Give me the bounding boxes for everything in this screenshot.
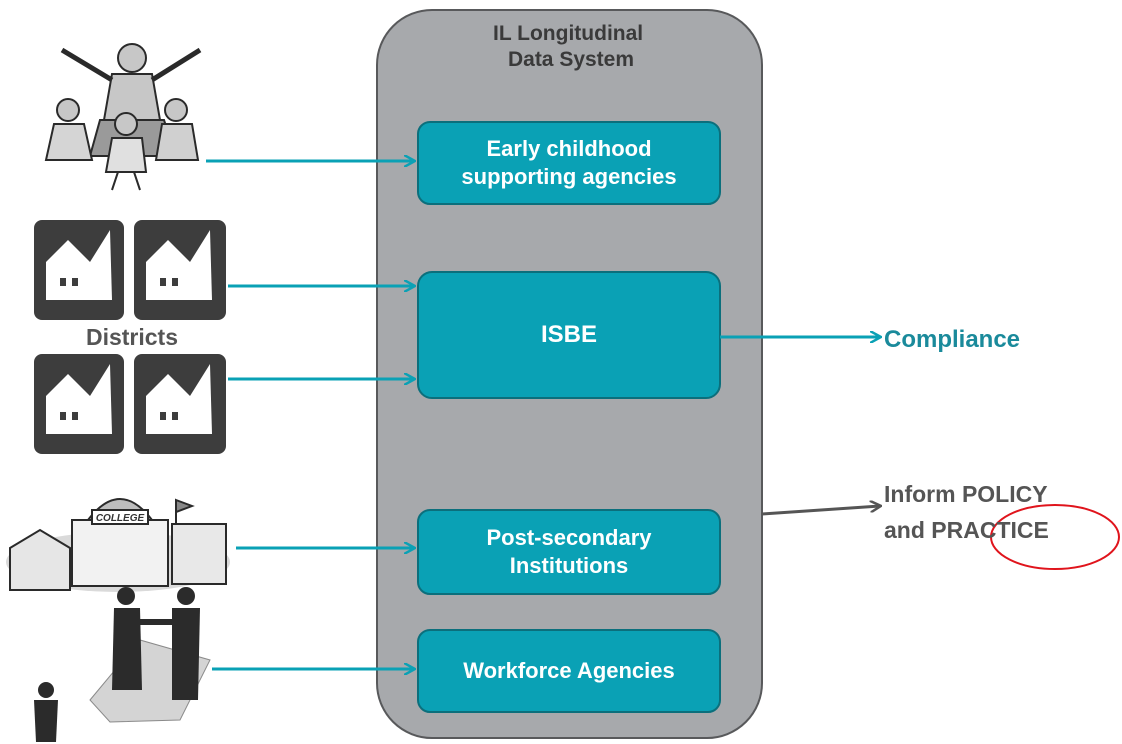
districts-label: Districts [86,324,178,350]
box-early-childhood [417,121,721,205]
children-group-icon [44,43,202,191]
school-building-icon [34,220,124,320]
school-building-icon [34,354,124,454]
inform-label-line-2: and PRACTICE [884,517,1049,543]
school-building-icon [134,220,226,320]
system-title: IL Longitudinal Data System [493,22,649,71]
box-label-workforce: Workforce Agencies [418,630,720,712]
system-title-line-1: IL Longitudinal [493,22,643,45]
inform-label-line-1: Inform POLICY [884,481,1048,507]
practice-highlight [990,504,1120,570]
box-label-isbe-text: ISBE [540,321,597,348]
school-building-icon [134,354,226,454]
handshake-icon [34,587,211,742]
college-sign-text: COLLEGE [96,513,145,524]
box-workforce [417,629,721,713]
system-title-line-2: Data System [508,48,634,71]
box-isbe [417,271,721,399]
box-label-isbe: ISBE [418,272,720,398]
arrow-inform [761,506,880,516]
college-campus-icon [6,498,230,592]
box-label-workforce-text: Workforce Agencies [463,658,675,683]
box-postsecondary [417,509,721,595]
compliance-label: Compliance [884,326,1020,353]
